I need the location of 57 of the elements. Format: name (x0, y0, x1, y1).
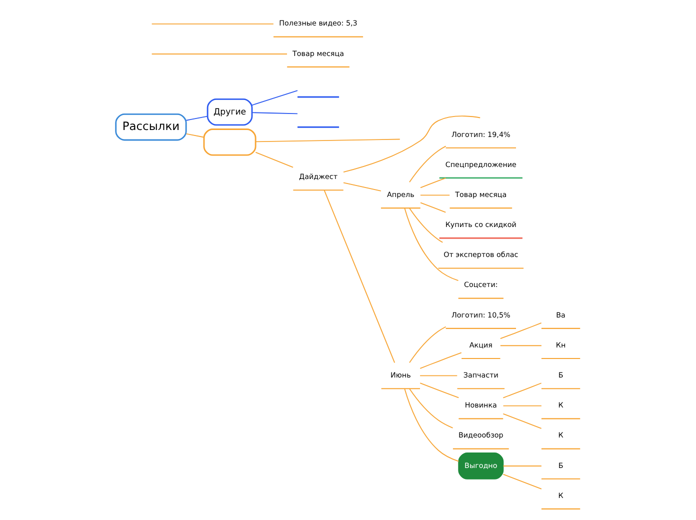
connector (151, 23, 274, 24)
connector (500, 345, 542, 346)
connector (420, 382, 460, 398)
connector (420, 375, 458, 376)
connector (252, 112, 298, 114)
connector (420, 194, 450, 196)
node-text: Б (558, 460, 564, 470)
node-text: К (558, 430, 564, 440)
node-box: Другие (206, 98, 253, 126)
node-text: К (558, 400, 564, 410)
connector (255, 138, 400, 142)
node-box (203, 128, 256, 156)
node-text: Логотип: 10,5% (451, 310, 510, 320)
node-text: Видеообзор (458, 430, 504, 440)
node-box: Рассылки (115, 113, 187, 141)
node-text: Соцсети: (464, 280, 498, 290)
node-text: От экспертов облас (444, 250, 518, 260)
connector (502, 474, 542, 490)
node-text: Ва (556, 310, 566, 320)
node-text: Логотип: 19,4% (451, 130, 510, 139)
connector (420, 202, 446, 213)
node-text: Товар месяца (292, 48, 344, 58)
connector (409, 146, 446, 183)
connector (409, 326, 446, 364)
connector (404, 388, 460, 462)
connector (255, 152, 294, 168)
connector (502, 405, 542, 406)
node-text: Дайджест (299, 172, 338, 182)
node-text: Кн (556, 340, 566, 350)
node-text: К (558, 490, 564, 500)
connector (404, 208, 459, 282)
node-text: Купить со скидкой (445, 220, 516, 230)
connector (186, 133, 204, 138)
node-text: Акция (469, 340, 492, 350)
node-box: Выгодно (458, 452, 504, 480)
connector (409, 388, 454, 428)
connector (502, 413, 542, 429)
connector (420, 178, 446, 188)
connector (409, 208, 444, 243)
connector (343, 182, 382, 192)
connector (186, 116, 208, 121)
node-text: Запчасти (463, 370, 498, 380)
node-text: Спецпредложение (445, 160, 516, 169)
node-bar (298, 96, 340, 98)
node-text: Б (558, 370, 564, 380)
connector (252, 90, 298, 106)
connector (502, 382, 542, 398)
connector (343, 116, 481, 172)
node-text: Новинка (464, 400, 497, 410)
node-text: Июнь (390, 370, 411, 380)
node-text: Товар месяца (455, 190, 507, 199)
node-text: Полезные видео: 5,3 (279, 18, 358, 28)
connector (324, 190, 396, 364)
connector (420, 352, 462, 369)
connector (500, 322, 542, 340)
node-text: Апрель (387, 190, 414, 199)
node-bar (298, 126, 340, 128)
